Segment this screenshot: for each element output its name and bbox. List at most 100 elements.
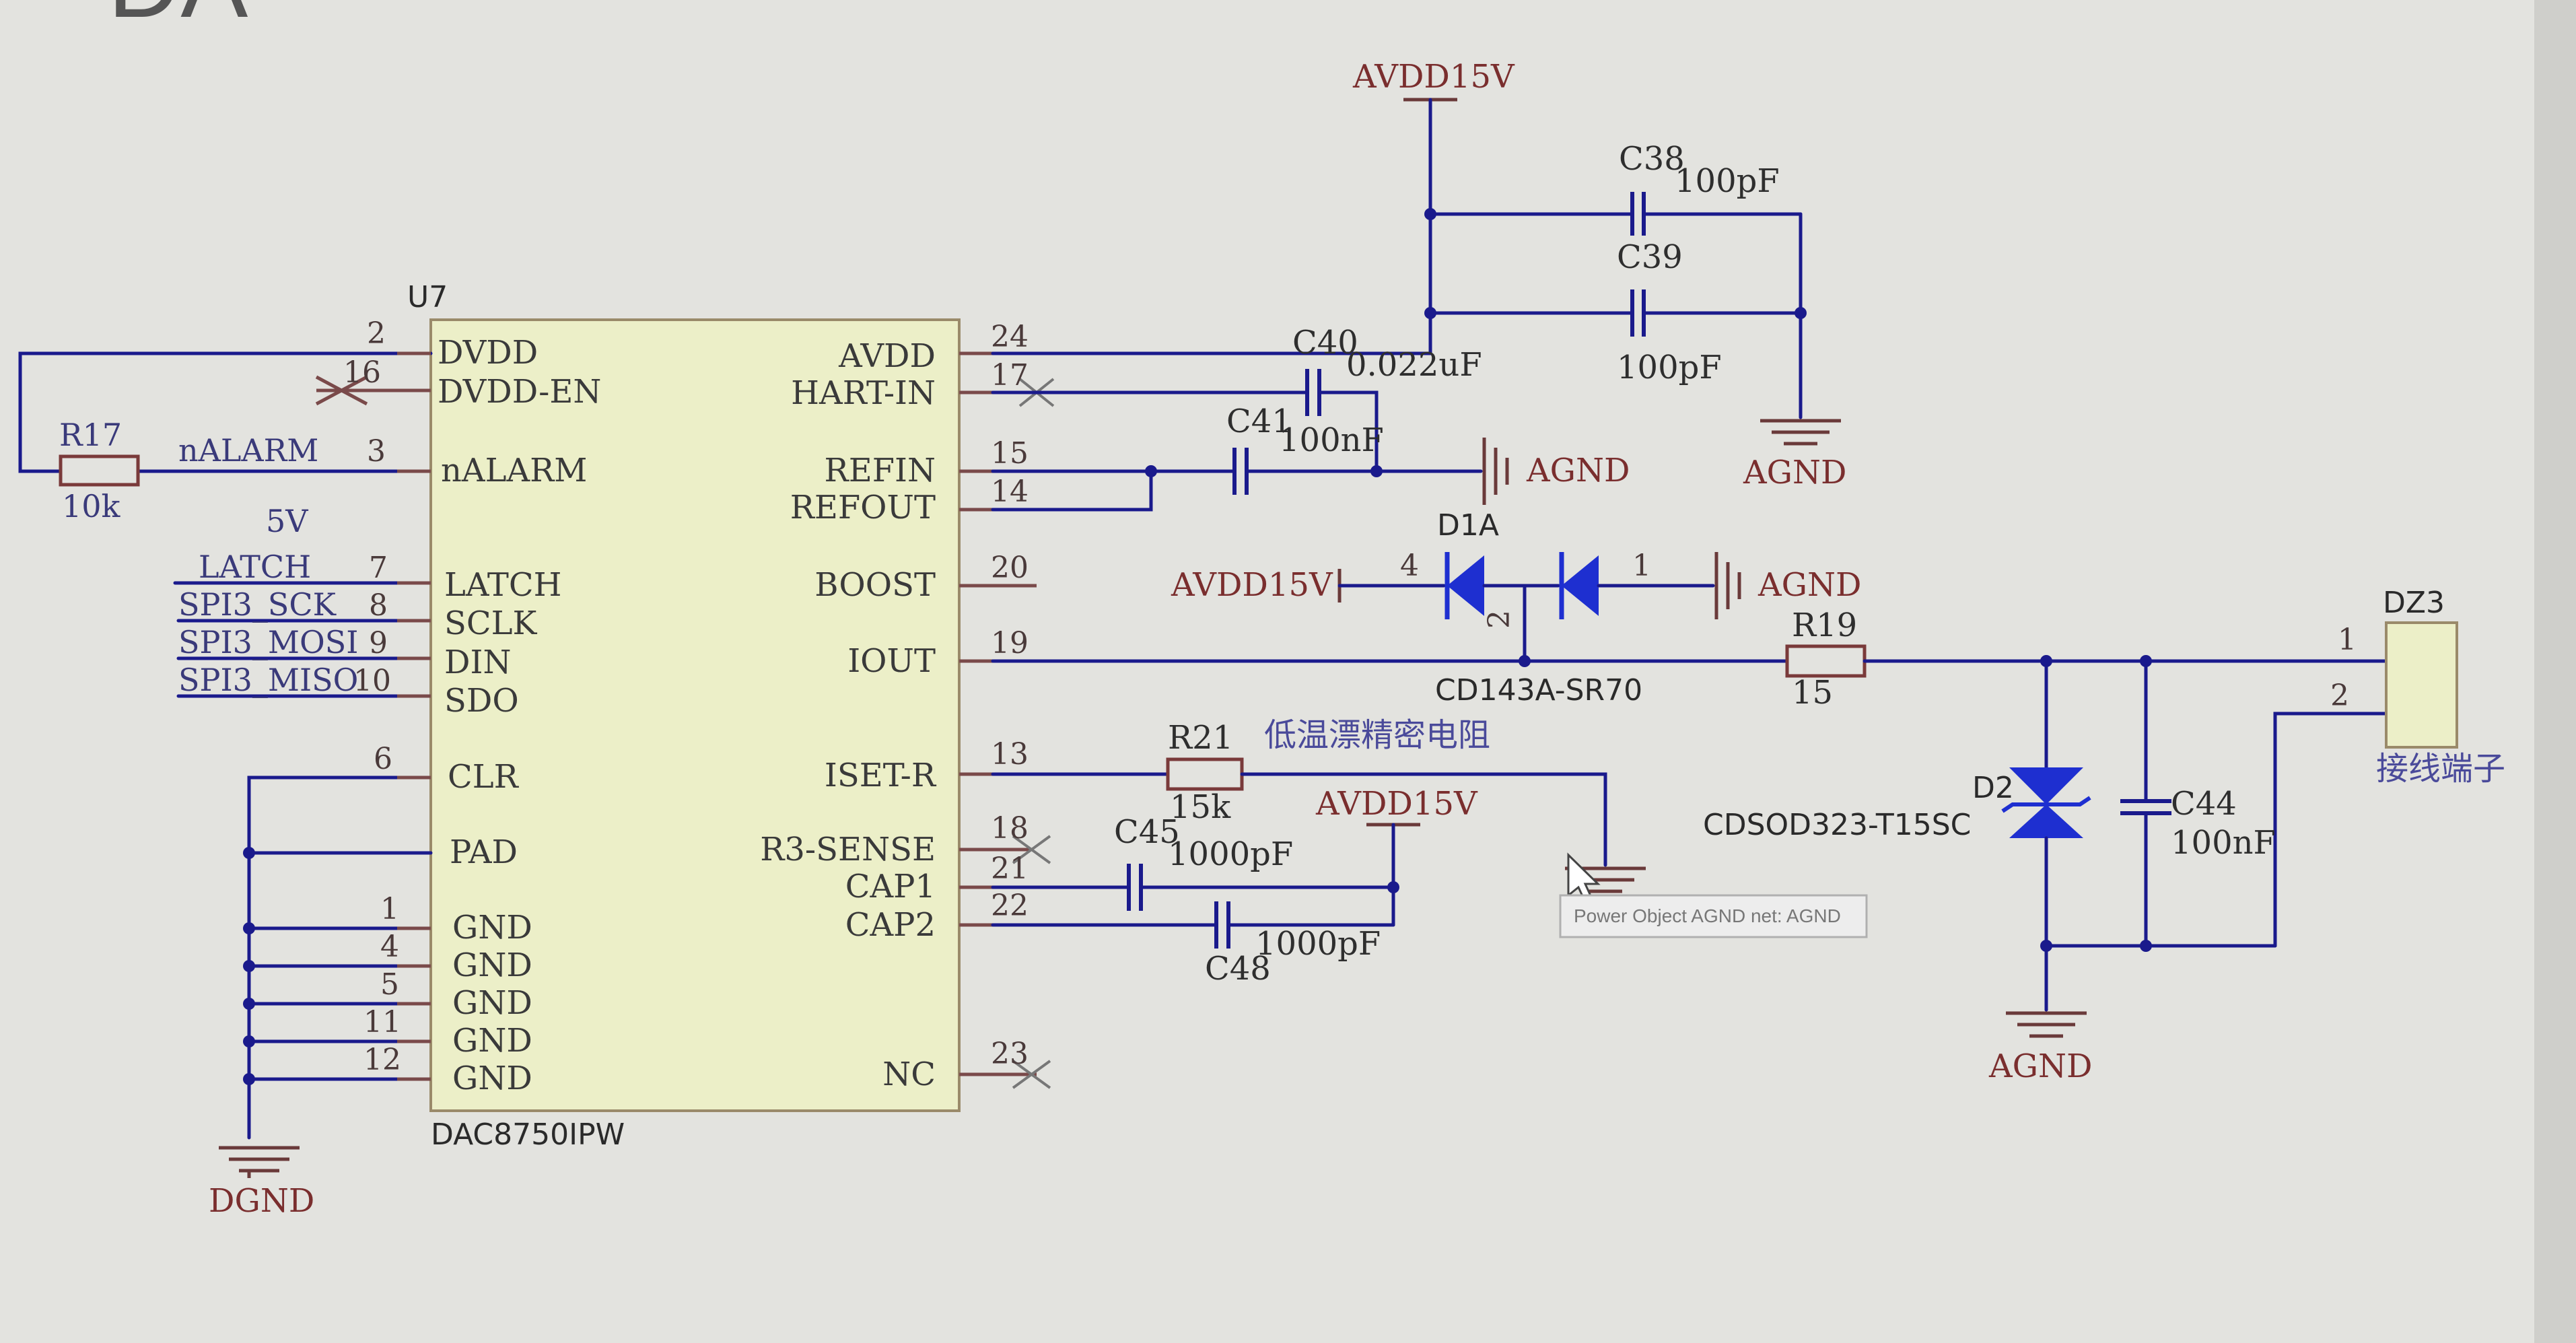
net-label-avdd15v-top: AVDD15V xyxy=(1352,58,1515,96)
pin-num-13: 13 xyxy=(991,737,1029,771)
net-label-agnd-2: AGND xyxy=(1526,452,1630,489)
c44-ref: C44 xyxy=(2171,785,2237,823)
net-dgnd[interactable] xyxy=(243,776,433,1140)
pin-num-22: 22 xyxy=(991,889,1029,923)
sheet-title: DA xyxy=(108,0,248,38)
r19-value: 15 xyxy=(1792,674,1833,712)
c45-value: 1000pF xyxy=(1168,835,1293,873)
net-label-miso: SPI3_MISO xyxy=(178,662,358,698)
pin-num-5: 5 xyxy=(380,967,399,1002)
pin-sclk: SCLK xyxy=(444,605,537,642)
pin-num-1: 1 xyxy=(380,892,399,926)
dgnd-symbol[interactable] xyxy=(219,1146,300,1178)
u7-body[interactable] xyxy=(429,318,961,1112)
agnd-symbol-c41[interactable] xyxy=(1482,438,1509,505)
net-label-agnd-1: AGND xyxy=(1743,454,1847,491)
r21-resistor[interactable] xyxy=(991,757,1607,867)
pin-hart-in: HART-IN xyxy=(791,374,936,412)
pin-cap1: CAP1 xyxy=(845,868,936,905)
spi-bus[interactable] xyxy=(173,581,431,698)
pin-gnd-4: GND xyxy=(452,946,532,984)
c44-capacitor[interactable] xyxy=(2040,659,2388,952)
c41-ref: C41 xyxy=(1226,403,1292,440)
pin-gnd-5: GND xyxy=(452,984,532,1022)
pin-dvdd-en: DVDD-EN xyxy=(438,373,601,411)
pin-latch: LATCH xyxy=(444,566,562,604)
net-label-nalarm: nALARM xyxy=(178,432,318,469)
dz3-label: 接线端子 xyxy=(2376,750,2505,788)
c48-ref: C48 xyxy=(1205,950,1271,988)
c40-capacitor[interactable] xyxy=(991,369,1379,473)
net-label-sck: SPI3_SCK xyxy=(178,586,337,623)
c39-ref: C39 xyxy=(1617,238,1683,276)
net-avdd15v-cap[interactable] xyxy=(991,823,1420,949)
pin-num-14: 14 xyxy=(991,475,1029,509)
c41-capacitor[interactable] xyxy=(991,448,1483,512)
dz3-pin-2: 2 xyxy=(2330,679,2349,713)
u7-dac-chip[interactable]: U7 DAC8750IPW DVDD DVDD-EN nALARM LATCH … xyxy=(407,280,961,1152)
d1a-ref: D1A xyxy=(1437,508,1499,543)
pin-num-2: 2 xyxy=(367,316,386,351)
pin-num-17: 17 xyxy=(991,358,1029,392)
d1a-pin-2: 2 xyxy=(1482,610,1517,629)
pin-iout: IOUT xyxy=(847,642,936,680)
net-dvdd-loop[interactable] xyxy=(18,351,433,473)
pin-num-11: 11 xyxy=(363,1005,401,1039)
window-edge xyxy=(2534,0,2576,1343)
d2-part: CDSOD323-T15SC xyxy=(1703,808,1971,842)
pin-r3-sense: R3-SENSE xyxy=(760,831,936,868)
pin-gnd-11: GND xyxy=(452,1022,532,1060)
pin-avdd: AVDD xyxy=(838,337,936,375)
pin-num-12: 12 xyxy=(363,1043,401,1077)
pin-num-8: 8 xyxy=(369,588,388,623)
net-label-agnd-3: AGND xyxy=(1757,566,1862,604)
pin-nc: NC xyxy=(882,1056,936,1093)
pin-num-4: 4 xyxy=(380,930,399,964)
pin-num-19: 19 xyxy=(991,626,1029,660)
dz3-terminal-block[interactable] xyxy=(2385,621,2458,749)
pin-gnd-1: GND xyxy=(452,909,532,946)
r17-value: 10k xyxy=(62,488,121,524)
net-avdd15v-top[interactable] xyxy=(991,98,1807,419)
pin-num-10: 10 xyxy=(353,664,391,698)
net-label-avdd15v-cap: AVDD15V xyxy=(1315,785,1478,823)
r21-note: 低温漂精密电阻 xyxy=(1264,716,1490,754)
pin-boost: BOOST xyxy=(814,566,936,604)
d1a-pin-4: 4 xyxy=(1400,549,1419,583)
r17-ref: R17 xyxy=(59,417,122,453)
pin-gnd-12: GND xyxy=(452,1060,532,1097)
pin-num-6: 6 xyxy=(374,742,392,776)
net-label-agnd-4: AGND xyxy=(1988,1047,2093,1085)
agnd-symbol-c38c39[interactable] xyxy=(1760,419,1841,446)
pin-clr: CLR xyxy=(448,758,520,796)
pin-num-7: 7 xyxy=(369,551,388,585)
pin-num-15: 15 xyxy=(991,436,1029,471)
pin-iset-r: ISET-R xyxy=(825,757,937,794)
r21-ref: R21 xyxy=(1168,719,1233,757)
tooltip-text: Power Object AGND net: AGND xyxy=(1574,905,1841,926)
pin-cap2: CAP2 xyxy=(845,906,936,944)
net-label-mosi: SPI3_MOSI xyxy=(178,624,358,660)
c38-value: 100pF xyxy=(1675,162,1780,200)
c41-value: 100nF xyxy=(1279,421,1384,459)
net-label-avdd15v-d1a: AVDD15V xyxy=(1171,566,1333,604)
dz3-pin-1: 1 xyxy=(2338,623,2357,657)
c38-ref: C38 xyxy=(1619,140,1685,178)
dz3-ref: DZ3 xyxy=(2383,586,2445,620)
r17-resistor[interactable] xyxy=(59,454,140,487)
pin-num-18: 18 xyxy=(991,811,1029,846)
pin-pad: PAD xyxy=(450,833,518,871)
pin-refin: REFIN xyxy=(825,452,936,489)
c40-ref: C40 xyxy=(1292,324,1358,361)
net-iout[interactable] xyxy=(991,644,2388,678)
u7-ref: U7 xyxy=(407,280,448,314)
pin-num-16: 16 xyxy=(343,355,381,390)
agnd-symbol-d2[interactable] xyxy=(2006,944,2087,1038)
pin-num-9: 9 xyxy=(369,626,388,660)
agnd-symbol-d1a[interactable] xyxy=(1714,552,1741,619)
pin-nalarm: nALARM xyxy=(441,452,587,489)
c39-value: 100pF xyxy=(1617,349,1722,386)
pin-num-21: 21 xyxy=(991,852,1029,886)
pin-sdo: SDO xyxy=(444,682,519,720)
